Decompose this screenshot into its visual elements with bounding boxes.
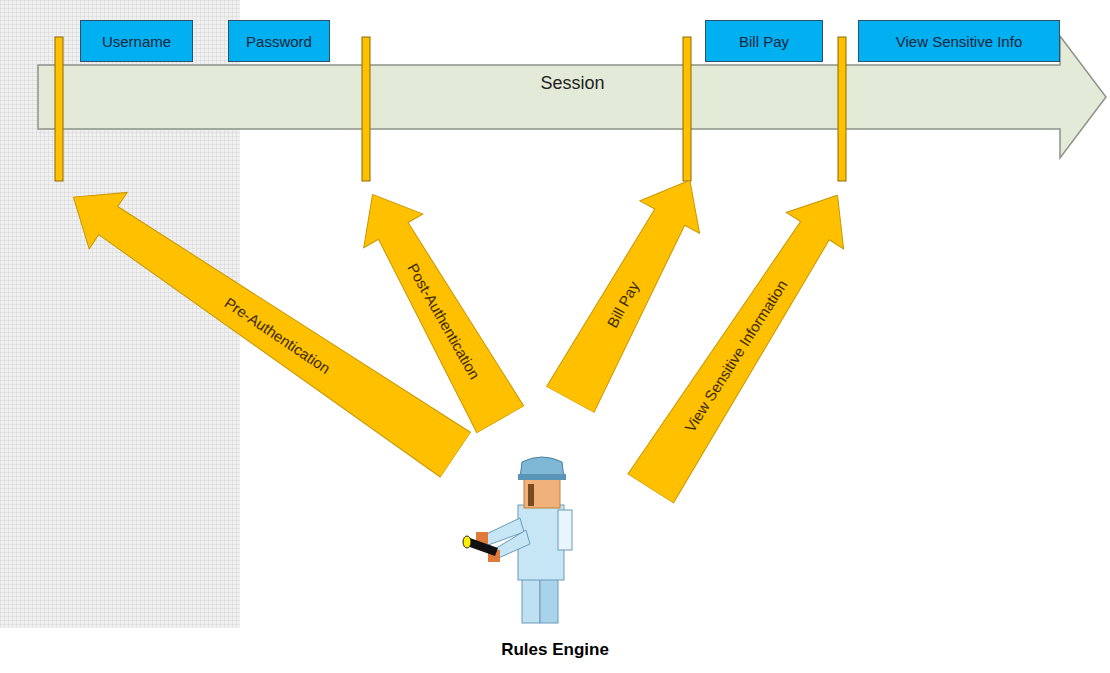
action-box: Bill Pay bbox=[705, 20, 823, 62]
action-box: Username bbox=[80, 20, 193, 62]
guard-figure bbox=[463, 457, 572, 623]
box-label: Password bbox=[246, 33, 312, 50]
box-label: Bill Pay bbox=[739, 33, 789, 50]
action-box: Password bbox=[228, 20, 330, 62]
checkpoint-bar bbox=[55, 37, 63, 181]
caption: Rules Engine bbox=[0, 640, 1110, 660]
checkpoint-bar bbox=[683, 37, 691, 181]
checkpoint-bar bbox=[838, 37, 846, 181]
arrow-label: Bill Pay bbox=[544, 200, 700, 407]
box-label: Username bbox=[102, 33, 171, 50]
session-label: Session bbox=[37, 73, 1108, 94]
box-label: View Sensitive Info bbox=[896, 33, 1022, 50]
action-box: View Sensitive Info bbox=[858, 20, 1060, 62]
checkpoint-bar bbox=[362, 37, 370, 181]
